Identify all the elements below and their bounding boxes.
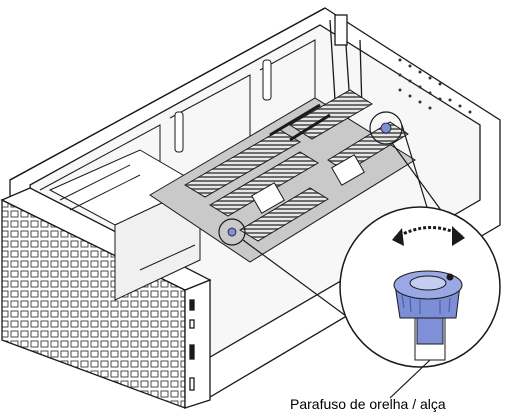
callout-markers [218,111,403,246]
board-screw-marks [227,122,392,237]
rear-vent [398,58,472,114]
rotation-arrow [392,226,465,246]
thumbscrew [393,270,463,361]
label-leader-line [389,359,431,399]
thumbscrew-label: Parafuso de orelha / alça [290,396,446,412]
system-board [149,89,416,263]
magnified-view [339,206,501,368]
